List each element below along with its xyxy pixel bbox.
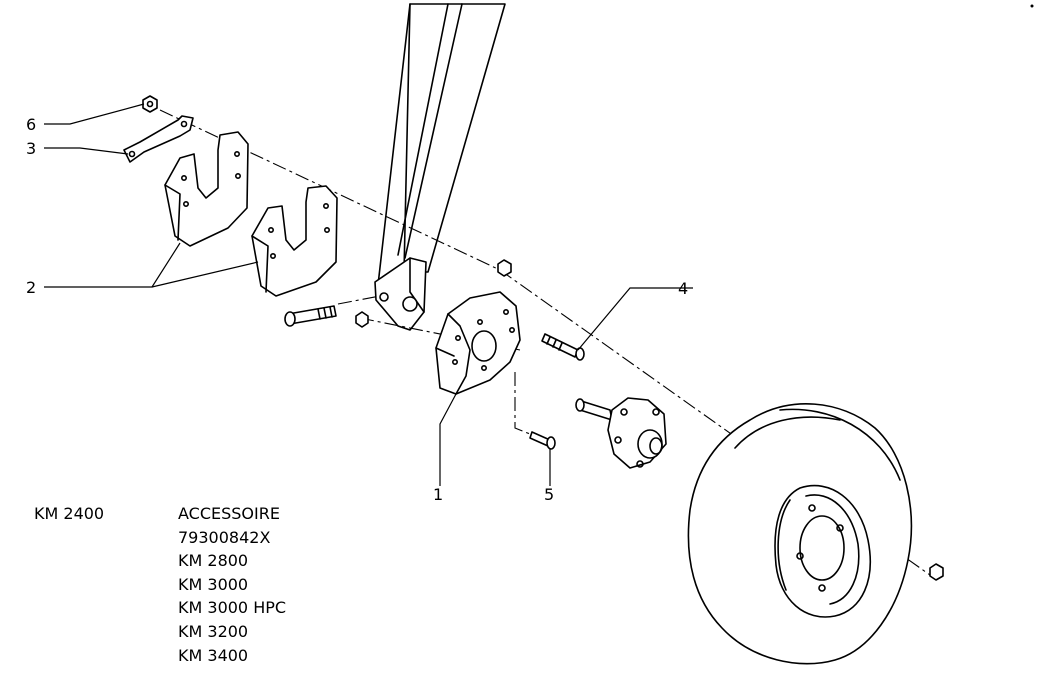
bolt-part-4	[541, 333, 585, 361]
accessory-line: KM 3000	[178, 574, 249, 594]
accessory-line: KM 2800	[178, 551, 249, 571]
bracket-part-3	[123, 115, 194, 163]
accessory-line: 79300842X	[178, 527, 271, 547]
wheel-nut	[929, 563, 944, 581]
wheel-hub	[575, 397, 667, 469]
long-bolt	[284, 305, 337, 327]
callout-5: 5	[544, 485, 554, 504]
callout-6: 6	[26, 115, 36, 134]
u-weight-plate-back	[164, 131, 249, 247]
nut-part-6	[142, 95, 158, 113]
weight-disc-part-1	[435, 291, 521, 395]
callout-2: 2	[26, 278, 36, 297]
corner-mark	[1030, 4, 1034, 8]
accessory-line: KM 3000 HPC	[178, 598, 287, 618]
wheel-tire	[687, 403, 913, 665]
accessory-line: KM 3400	[178, 645, 249, 665]
leader-lines	[44, 103, 693, 486]
u-weight-plate-front	[251, 185, 338, 297]
accessory-line: KM 3200	[178, 621, 249, 641]
bolt-part-5	[529, 431, 556, 450]
callout-3: 3	[26, 139, 36, 158]
model-label: KM 2400	[34, 504, 105, 523]
nut-near-bracket	[355, 311, 369, 328]
accessory-heading: ACCESSOIRE	[178, 504, 280, 523]
accessory-block: ACCESSOIRE 79300842X KM 2800 KM 3000 KM …	[178, 502, 286, 667]
callout-1: 1	[433, 485, 443, 504]
frame-beam	[374, 3, 506, 331]
nut-upper	[497, 259, 512, 277]
callout-4: 4	[678, 279, 688, 298]
